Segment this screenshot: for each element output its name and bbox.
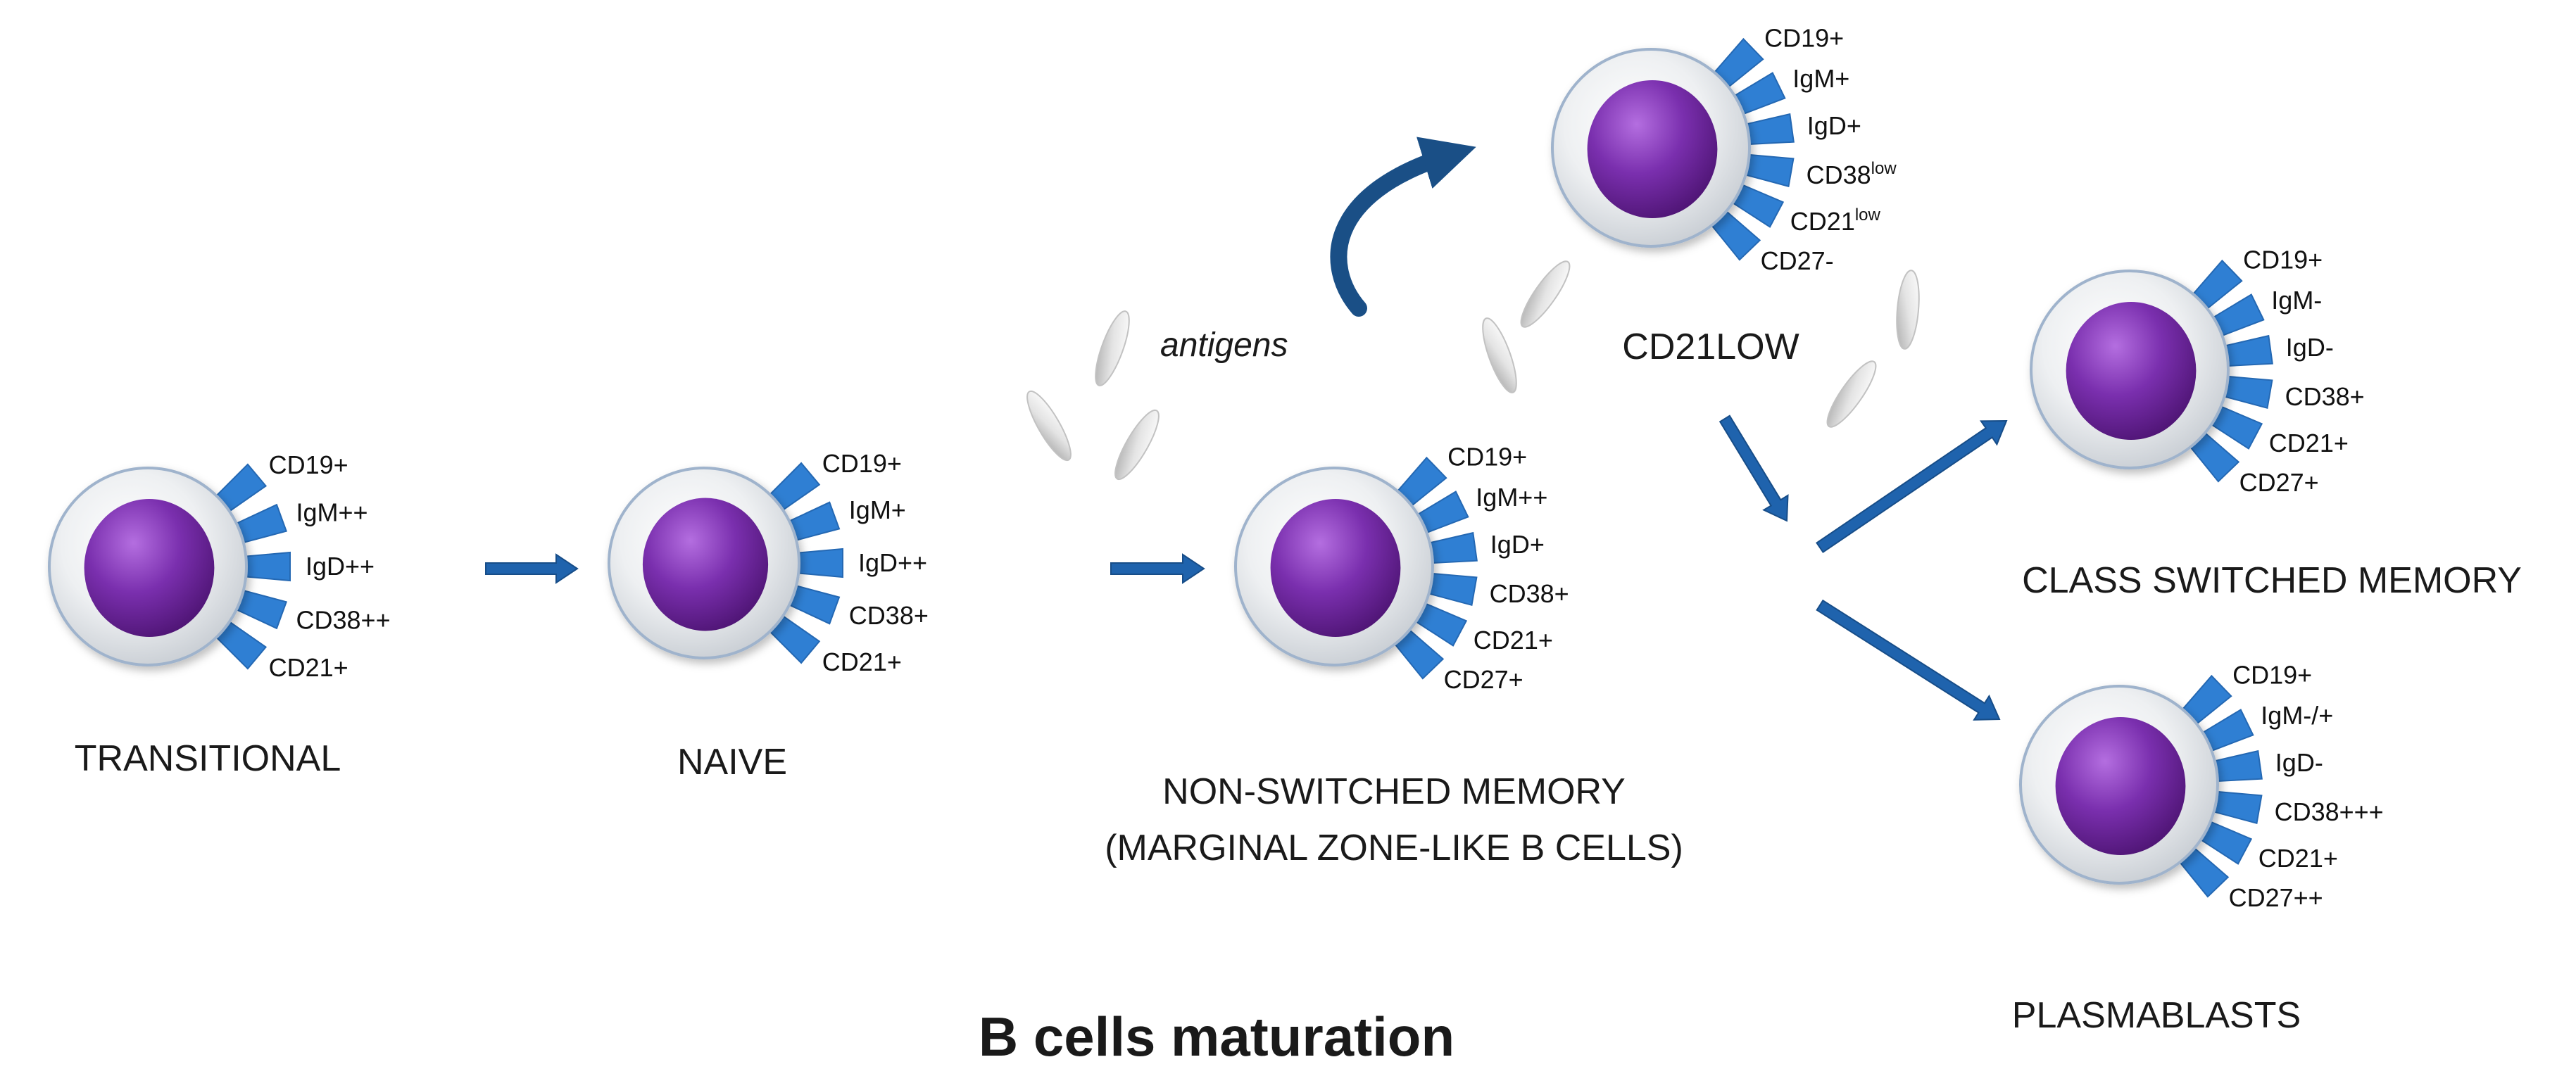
cell-name-line2: (MARGINAL ZONE-LIKE B CELLS) — [1105, 828, 1683, 868]
marker-list: CD19+ IgM+ IgD++ CD38+ CD21+ — [822, 449, 929, 676]
marker-label: IgD- — [2275, 748, 2323, 777]
marker-list: CD19+ IgM- IgD- CD38+ CD21+ CD27+ — [2239, 245, 2365, 497]
receptor-icon — [794, 548, 843, 578]
marker-label: CD27+ — [2239, 468, 2319, 497]
marker-label: CD38+ — [1490, 579, 1569, 608]
marker-label: IgD++ — [306, 552, 375, 581]
receptor-icon — [241, 551, 291, 582]
marker-label: CD21+ — [1474, 626, 1553, 654]
arrow-to-plasmablasts — [1816, 599, 2001, 721]
cell-name: TRANSITIONAL — [75, 738, 341, 779]
cell-transitional: CD19+ IgM++ IgD++ CD38++ CD21+ TRANSITIONAL — [48, 450, 391, 779]
arrow-naive-to-nsm — [1110, 553, 1205, 584]
marker-base: CD21 — [1790, 207, 1855, 236]
marker-label: IgD+ — [1807, 111, 1861, 140]
marker-superscript: low — [1855, 205, 1881, 224]
marker-label: CD38+++ — [2275, 797, 2384, 826]
marker-label: CD19+ — [1764, 23, 1844, 52]
marker-base: IgM+ — [1792, 64, 1849, 93]
cell-naive: CD19+ IgM+ IgD++ CD38+ CD21+ NAIVE — [608, 449, 929, 783]
cell-non-switched-memory: CD19+ IgM++ IgD+ CD38+ CD21+ CD27+ NON-SWITCHE… — [1105, 442, 1683, 868]
antigen-icon — [1896, 270, 1920, 350]
cell-nucleus — [84, 499, 215, 637]
marker-label: IgM+ — [849, 495, 906, 524]
marker-label: CD27++ — [2229, 883, 2323, 912]
marker-label: IgD+ — [1490, 530, 1545, 559]
antigen-icon — [1026, 390, 1072, 462]
antigen-icon — [1114, 409, 1160, 481]
antigens-label: antigens — [1160, 327, 1288, 364]
marker-label: IgM- — [2271, 286, 2322, 315]
cell-nucleus — [642, 498, 769, 631]
marker-label: IgM-/+ — [2261, 701, 2333, 730]
marker-base: CD38 — [1807, 160, 1871, 189]
cell-name: PLASMABLASTS — [2012, 995, 2301, 1036]
cell-nucleus — [2055, 717, 2186, 855]
diagram-title: B cells maturation — [979, 1006, 1455, 1068]
marker-label: CD27- — [1761, 246, 1834, 275]
cell-nucleus — [1270, 499, 1401, 637]
antigen-group — [1026, 260, 1920, 481]
marker-label: CD27+ — [1444, 665, 1523, 694]
cell-nucleus — [2066, 302, 2197, 440]
antigen-icon — [1826, 360, 1877, 428]
marker-label: CD19+ — [269, 450, 348, 479]
cell-name: CLASS SWITCHED MEMORY — [2022, 560, 2522, 601]
antigen-icon — [1095, 310, 1130, 386]
marker-superscript: low — [1871, 159, 1897, 178]
marker-label: CD21+ — [2269, 429, 2349, 457]
marker-label: CD19+ — [822, 449, 902, 478]
marker-label: CD21low — [1790, 205, 1881, 236]
marker-label: CD19+ — [1447, 442, 1527, 471]
marker-label: IgD++ — [858, 548, 927, 577]
marker-label: IgM++ — [296, 498, 368, 526]
antigen-icon — [1482, 317, 1517, 393]
marker-list: CD19+ IgM++ IgD++ CD38++ CD21+ — [269, 450, 391, 682]
marker-label: IgM+ — [1792, 64, 1849, 93]
marker-label: CD21+ — [2258, 844, 2338, 873]
marker-label: CD21+ — [269, 653, 348, 682]
arrow-cd21low-down — [1719, 415, 1789, 522]
cell-nucleus — [1587, 80, 1718, 218]
marker-label: CD38+ — [2285, 382, 2365, 411]
marker-label: CD38++ — [296, 606, 391, 635]
marker-label: CD19+ — [2232, 660, 2312, 689]
marker-base: CD27- — [1761, 246, 1834, 275]
cell-name: CD21LOW — [1622, 327, 1799, 367]
arrow-transitional-to-naive — [485, 553, 579, 584]
arrow-group — [485, 137, 2008, 721]
marker-label: CD19+ — [2243, 245, 2323, 274]
marker-list: CD19+ IgM-/+ IgD- CD38+++ CD21+ CD27++ — [2229, 660, 2384, 912]
cell-name: NAIVE — [677, 742, 787, 783]
marker-base: IgD+ — [1807, 111, 1861, 140]
marker-label: CD38low — [1807, 159, 1897, 189]
arrow-to-class-switched — [1816, 419, 2008, 553]
cell-name: NON-SWITCHED MEMORY — [1162, 771, 1626, 812]
marker-base: CD19+ — [1764, 23, 1844, 52]
cell-plasmablasts: CD19+ IgM-/+ IgD- CD38+++ CD21+ CD27++ PLASMAB… — [2012, 660, 2384, 1036]
curved-arrow — [1330, 137, 1476, 317]
antigen-icon — [1520, 260, 1571, 328]
marker-label: IgD- — [2286, 333, 2334, 362]
marker-list: CD19+ IgM++ IgD+ CD38+ CD21+ CD27+ — [1444, 442, 1569, 694]
marker-label: CD38+ — [849, 601, 929, 630]
marker-label: IgM++ — [1476, 483, 1547, 512]
marker-label: CD21+ — [822, 647, 902, 676]
cell-class-switched-memory: CD19+ IgM- IgD- CD38+ CD21+ CD27+ CLASS SWITCH… — [2022, 245, 2522, 601]
